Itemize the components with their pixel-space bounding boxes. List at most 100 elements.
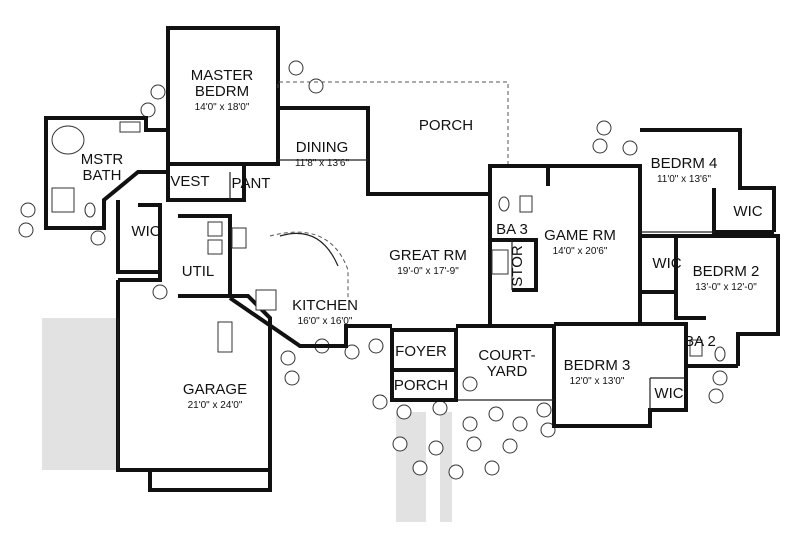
shrub-icon: [592, 138, 608, 154]
shrub-icon: [466, 436, 482, 452]
room-wic-master: WIC: [131, 223, 160, 240]
shrub-icon: [622, 140, 638, 156]
room-name: COURT-: [478, 347, 535, 364]
washer-icon: [207, 221, 223, 237]
room-garage: GARAGE 21'0" x 24'0": [183, 381, 247, 411]
room-porch-rear: PORCH: [419, 117, 473, 134]
room-name: UTIL: [182, 263, 215, 280]
room-dimensions: 14'0" x 18'0": [195, 102, 250, 113]
room-name: DINING: [296, 139, 349, 156]
shrub-icon: [20, 202, 36, 218]
room-name: PORCH: [394, 377, 448, 394]
room-kitchen: KITCHEN 16'0" x 16'0": [292, 297, 358, 327]
room-name: YARD: [487, 363, 528, 380]
room-bedroom-2: BEDRM 2 13'-0" x 12'-0": [693, 263, 760, 293]
room-courtyard: COURT-YARD: [478, 347, 535, 380]
toilet-icon: [498, 196, 510, 212]
shrub-icon: [372, 394, 388, 410]
room-dimensions: 11'8" x 13'6": [295, 158, 350, 169]
room-name: WIC: [654, 385, 683, 402]
shrub-icon: [344, 344, 360, 360]
shrub-icon: [140, 102, 156, 118]
room-name: BA 2: [684, 333, 716, 350]
room-dining: DINING 11'8" x 13'6": [295, 139, 350, 169]
room-name: BATH: [83, 167, 122, 184]
toilet-icon: [714, 346, 726, 362]
shrub-icon: [392, 436, 408, 452]
shrub-icon: [502, 438, 518, 454]
room-bath-2: BA 2: [684, 333, 716, 350]
dryer-icon: [207, 239, 223, 255]
shrub-icon: [708, 388, 724, 404]
shrub-icon: [488, 406, 504, 422]
shrub-icon: [462, 416, 478, 432]
sink-icon: [119, 121, 141, 133]
room-dimensions: 19'-0" x 17'-9": [397, 266, 459, 277]
room-name: BEDRM 2: [693, 263, 760, 280]
room-name: PORCH: [419, 117, 473, 134]
room-name: VEST: [170, 173, 209, 190]
room-porch-front: PORCH: [394, 377, 448, 394]
room-dimensions: 21'0" x 24'0": [188, 400, 243, 411]
room-name: BEDRM 3: [564, 357, 631, 374]
shrub-icon: [596, 120, 612, 136]
shrub-icon: [368, 338, 384, 354]
room-name: WIC: [652, 255, 681, 272]
room-name: KITCHEN: [292, 297, 358, 314]
shrub-icon: [540, 422, 556, 438]
bathtub-icon: [51, 125, 85, 155]
shower-icon: [51, 187, 75, 213]
room-name: GAME RM: [544, 227, 616, 244]
room-utility: UTIL: [182, 263, 215, 280]
shrub-icon: [152, 284, 168, 300]
room-bedroom-3: BEDRM 3 12'0" x 13'0": [564, 357, 631, 387]
room-dimensions: 12'0" x 13'0": [570, 376, 625, 387]
shrub-icon: [448, 464, 464, 480]
shrub-icon: [462, 376, 478, 392]
shrub-icon: [432, 400, 448, 416]
room-dimensions: 16'0" x 16'0": [298, 316, 353, 327]
refrigerator-icon: [231, 227, 247, 249]
room-pantry: PANT: [232, 175, 271, 192]
room-name: WIC: [131, 223, 160, 240]
room-name: GARAGE: [183, 381, 247, 398]
fixtures: [51, 121, 726, 362]
room-wic-bedroom-2: WIC: [652, 255, 681, 272]
room-name: BEDRM: [195, 83, 249, 100]
shrub-icon: [284, 370, 300, 386]
fireplace-icon: [491, 249, 509, 275]
room-name: MASTER: [191, 67, 254, 84]
room-name: GREAT RM: [389, 247, 467, 264]
shrub-icon: [712, 370, 728, 386]
room-name: PANT: [232, 175, 271, 192]
sink-icon: [689, 339, 703, 357]
room-wic-bedroom-3: WIC: [654, 385, 683, 402]
shrub-icon: [308, 78, 324, 94]
shrub-icon: [280, 350, 296, 366]
shrub-icon: [428, 440, 444, 456]
room-vest: VEST: [170, 173, 209, 190]
shrub-icon: [412, 460, 428, 476]
room-dimensions: 14'0" x 20'6": [553, 246, 608, 257]
room-game-room: GAME RM 14'0" x 20'6": [544, 227, 616, 257]
shrub-icon: [512, 416, 528, 432]
shrub-icon: [150, 84, 166, 100]
range-icon: [255, 289, 277, 311]
shrub-icon: [288, 60, 304, 76]
room-dimensions: 13'-0" x 12'-0": [695, 282, 757, 293]
sink-icon: [519, 195, 533, 213]
room-name: WIC: [733, 203, 762, 220]
shrub-icon: [536, 402, 552, 418]
shrub-icon: [484, 460, 500, 476]
walls: [44, 26, 780, 492]
room-great-room: GREAT RM 19'-0" x 17'-9": [389, 247, 467, 277]
room-name: BEDRM 4: [651, 155, 718, 172]
room-dimensions: 11'0" x 13'6": [657, 174, 712, 185]
room-name: STOR: [509, 245, 526, 287]
shrub-icon: [18, 222, 34, 238]
room-wic-bedroom-4: WIC: [733, 203, 762, 220]
room-name: MSTR: [81, 151, 124, 168]
